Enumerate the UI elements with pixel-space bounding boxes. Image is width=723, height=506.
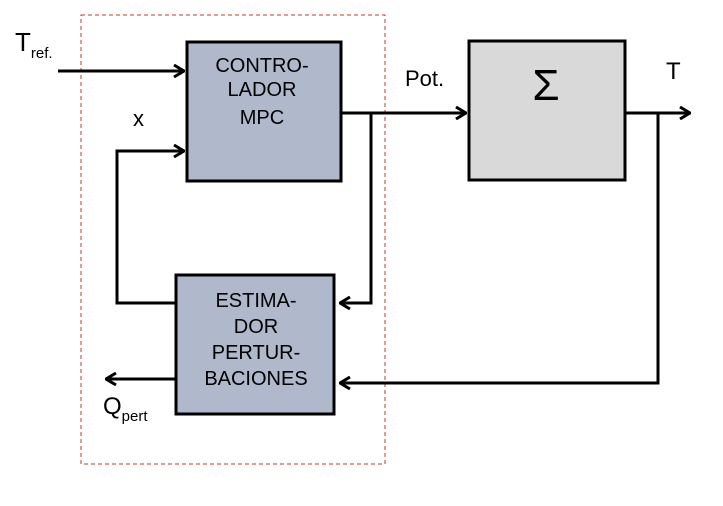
estimator-label-line2: DOR bbox=[234, 316, 278, 338]
estimator-label-line4: BACIONES bbox=[204, 368, 307, 390]
controller-block: CONTRO- LADOR MPC bbox=[185, 40, 343, 183]
tref-main: T bbox=[15, 27, 31, 57]
estimator-label-line1: ESTIMA- bbox=[215, 290, 296, 312]
plant-box bbox=[467, 39, 627, 182]
estimator-box bbox=[174, 273, 336, 416]
controller-label-line3: MPC bbox=[240, 107, 284, 129]
power-label: Pot. bbox=[405, 66, 444, 91]
estimator-block: ESTIMA- DOR PERTUR- BACIONES bbox=[174, 273, 336, 416]
state-x-label: x bbox=[133, 106, 144, 131]
plant-block: Σ bbox=[467, 39, 627, 182]
controller-boundary bbox=[80, 14, 386, 465]
state-feedback-arrow bbox=[115, 151, 184, 305]
controller-box bbox=[185, 40, 343, 183]
temperature-label: T bbox=[666, 58, 681, 85]
controller-label-line1: CONTRO- bbox=[215, 55, 308, 77]
sigma-symbol: Σ bbox=[532, 61, 559, 110]
qpert-main: Q bbox=[103, 393, 122, 420]
qpert-subscript: pert bbox=[122, 408, 149, 425]
controller-label-line2: LADOR bbox=[228, 79, 297, 101]
tref-subscript: ref. bbox=[31, 45, 53, 62]
tref-label: Tref. bbox=[15, 27, 53, 62]
qpert-label: Qpert bbox=[103, 393, 148, 425]
connections bbox=[58, 71, 690, 383]
estimator-label-line3: PERTUR- bbox=[212, 342, 301, 364]
temperature-feedback-arrow bbox=[340, 113, 660, 383]
power-branch-arrow bbox=[340, 113, 373, 303]
